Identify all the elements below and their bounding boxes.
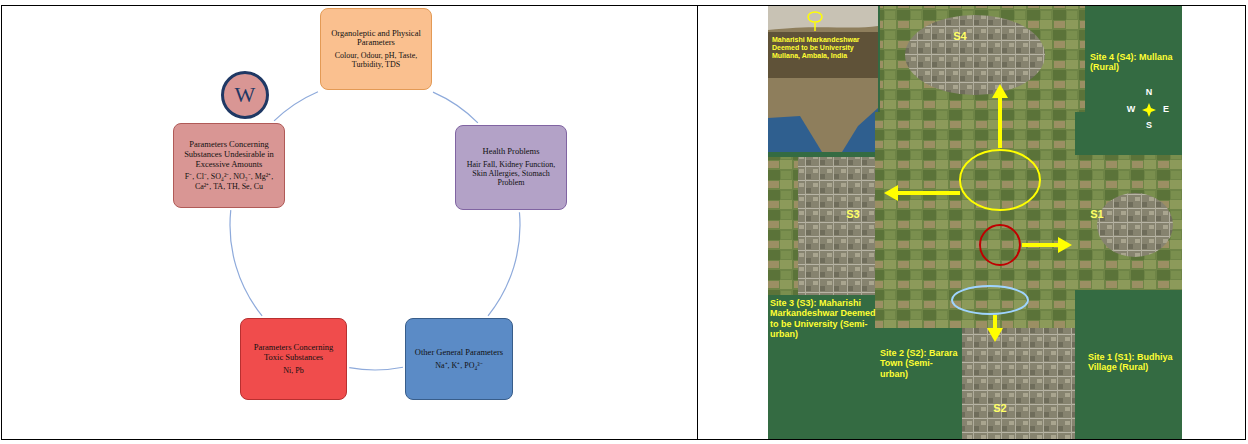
inset-mountains xyxy=(768,6,878,30)
s4-tile xyxy=(880,6,1085,112)
compass-letter: W xyxy=(1124,104,1138,114)
site-ring xyxy=(980,225,1020,265)
box-body: Colour, Odour, pH, Taste, Turbidity, TDS xyxy=(326,51,426,69)
compass-star xyxy=(1142,103,1156,117)
map-ground xyxy=(768,6,1182,439)
location-pointer xyxy=(814,23,816,31)
arrow-shaft xyxy=(998,96,1002,148)
box-heading: Health Problems xyxy=(483,147,540,157)
s3-tile xyxy=(768,157,875,295)
panel-border xyxy=(2,6,1246,440)
parameter-box: Parameters Concerning Toxic SubstancesNi… xyxy=(240,318,347,400)
box-body: Na⁺, K⁺, PO₄³⁻ xyxy=(435,361,483,370)
compass-letter: S xyxy=(1141,120,1157,130)
s1-settlement xyxy=(1097,193,1173,257)
s3-fields xyxy=(768,157,798,295)
box-heading: Organoleptic and Physical Parameters xyxy=(326,29,426,49)
inset-plain xyxy=(768,32,878,78)
arrow-head xyxy=(987,328,1003,342)
parameter-box: Other General ParametersNa⁺, K⁺, PO₄³⁻ xyxy=(405,318,513,400)
inset-label: Maharishi Markandeshwar Deemed to be Uni… xyxy=(772,36,874,60)
arrow-head xyxy=(992,84,1008,98)
arrow-shaft xyxy=(993,315,997,330)
site-caption: Site 3 (S3): Maharishi Markandeshwar Dee… xyxy=(770,298,878,339)
site-tag: S4 xyxy=(945,30,975,43)
inset-sea xyxy=(842,108,878,152)
s1-tile xyxy=(1075,155,1182,290)
compass-letter: E xyxy=(1159,104,1173,114)
parameter-box: Parameters Concerning Substances Undesir… xyxy=(173,123,285,208)
site-ring xyxy=(960,150,1040,210)
cycle-arc xyxy=(433,92,478,123)
box-heading: Parameters Concerning Substances Undesir… xyxy=(179,140,279,169)
site-tiles xyxy=(768,6,1182,439)
panel-divider xyxy=(697,5,698,440)
box-body: F⁻, Cl⁻, SO₄²⁻, NO₃⁻, Mg²⁺, Ca²⁺, TA, TH… xyxy=(179,172,279,190)
box-heading: Parameters Concerning Toxic Substances xyxy=(246,343,341,363)
location-marker xyxy=(808,12,822,22)
arrow-shaft xyxy=(1022,243,1060,247)
direction-arrows xyxy=(884,84,1072,342)
box-heading: Other General Parameters xyxy=(415,348,503,358)
arrow-head xyxy=(1058,237,1072,253)
compass-letter: N xyxy=(1141,87,1157,97)
cycle-arc xyxy=(488,212,520,316)
site-tag: S3 xyxy=(838,208,868,221)
s2-tile xyxy=(962,328,1075,439)
site-caption: Site 1 (S1): Budhiya Village (Rural) xyxy=(1088,352,1180,373)
inset-sea xyxy=(768,116,822,152)
box-body: Ni, Pb xyxy=(283,366,303,375)
india-inset xyxy=(768,6,878,152)
arrow-head xyxy=(884,185,898,201)
circle-letter: W xyxy=(235,84,256,106)
parameter-box: Organoleptic and Physical ParametersColo… xyxy=(320,8,432,90)
box-body: Hair Fall, Kidney Function, Skin Allergi… xyxy=(461,160,561,188)
site-caption: Site 2 (S2): Barara Town (Semi-urban) xyxy=(880,348,960,379)
site-tag: S2 xyxy=(985,402,1015,415)
site-tag: S1 xyxy=(1082,208,1112,221)
parameter-box: Health ProblemsHair Fall, Kidney Functio… xyxy=(455,125,567,210)
cycle-arc xyxy=(274,92,318,121)
site-ring xyxy=(952,286,1028,314)
letter-circle: W xyxy=(221,71,269,119)
cycle-arc xyxy=(230,210,262,316)
inset-land xyxy=(768,6,878,152)
site-caption: Site 4 (S4): Mullana (Rural) xyxy=(1090,52,1182,73)
centre-tile xyxy=(875,112,1075,328)
arrow-shaft xyxy=(896,191,960,195)
cycle-arc xyxy=(349,367,403,370)
s4-settlement xyxy=(905,15,1045,95)
